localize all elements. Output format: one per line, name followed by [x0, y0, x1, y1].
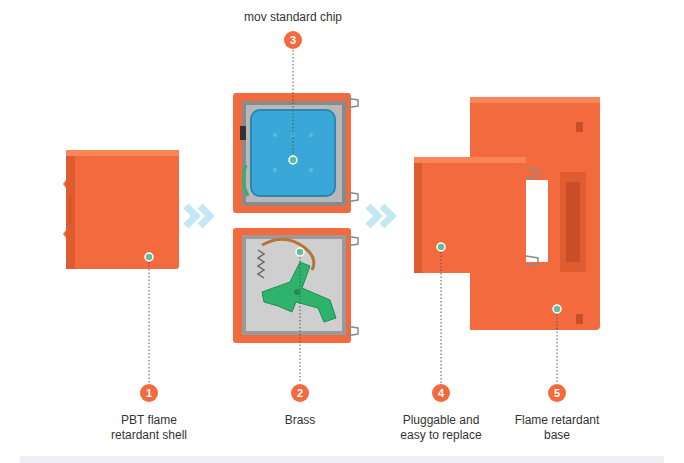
mov-tab: [240, 126, 246, 140]
chevron: [200, 206, 210, 226]
callout-number: 1: [140, 384, 158, 402]
base-slot: [560, 172, 586, 272]
mov-cavity: [246, 105, 342, 202]
mov-half: [233, 93, 358, 213]
anchor-dot: [145, 253, 153, 261]
spring: [258, 250, 264, 278]
module-pin: [526, 256, 538, 266]
module-side: [414, 163, 422, 273]
module-highlight: [414, 157, 526, 163]
chevron: [368, 206, 378, 226]
mov-housing: [242, 101, 346, 206]
footer-bar: [20, 456, 664, 463]
mov-frame: [233, 93, 351, 213]
chip-dot: [273, 133, 277, 137]
anchor-dots: [145, 156, 561, 313]
callout-number: 3: [284, 31, 302, 49]
shell-highlight: [66, 150, 179, 156]
part-label: Pluggable and easy to replace: [391, 413, 491, 443]
terminal-clip: [346, 98, 358, 108]
base-slot-inner: [566, 182, 580, 262]
shell-groove: [70, 196, 71, 224]
callout-number: 2: [291, 384, 309, 402]
terminal-clip: [346, 236, 358, 246]
leader-lines: [149, 50, 557, 383]
trip-lever: [262, 262, 336, 322]
lever-pivot: [294, 289, 300, 295]
leader-line: [300, 257, 301, 383]
chip-dot: [273, 168, 277, 172]
chevron: [382, 206, 392, 226]
base-latch: [576, 122, 583, 132]
leader-line: [441, 252, 442, 383]
part-label: Flame retardant base: [507, 413, 607, 443]
leader-line: [293, 50, 294, 155]
base-highlight: [470, 97, 600, 103]
module-part: [414, 157, 538, 273]
part-label: Brass: [250, 413, 350, 428]
module-pin: [526, 168, 538, 178]
shell-part: [63, 150, 179, 269]
shell-side: [66, 156, 75, 269]
anchor-dot: [553, 305, 561, 313]
anchor-dot: [296, 248, 304, 256]
callout-number: 5: [548, 384, 566, 402]
chevron: [186, 206, 196, 226]
base-latch: [576, 314, 583, 324]
brass-frame: [233, 228, 351, 343]
chip-dot: [309, 133, 313, 137]
mov-wire: [243, 165, 248, 196]
leader-line: [149, 262, 150, 383]
callout: 5Flame retardant base: [467, 384, 647, 443]
brass-half: [233, 228, 358, 343]
callout: 4Pluggable and easy to replace: [351, 384, 531, 443]
terminal-clip: [346, 326, 358, 336]
callout-number: 4: [432, 384, 450, 402]
terminal-clip: [346, 192, 358, 202]
anchor-dot: [437, 243, 445, 251]
anchor-dot: [289, 156, 297, 164]
shell-body: [63, 150, 179, 269]
brass-cavity: [246, 239, 342, 331]
callout: 2Brass: [210, 384, 390, 428]
chip-dot: [309, 168, 313, 172]
callout: 1PBT flame retardant shell: [59, 384, 239, 443]
part-label: PBT flame retardant shell: [99, 413, 199, 443]
callout: 3 mov standard chip: [203, 10, 383, 49]
leader-line: [557, 314, 558, 383]
part-label: mov standard chip: [208, 10, 378, 25]
brass-housing: [242, 235, 346, 335]
module-body: [414, 157, 526, 273]
